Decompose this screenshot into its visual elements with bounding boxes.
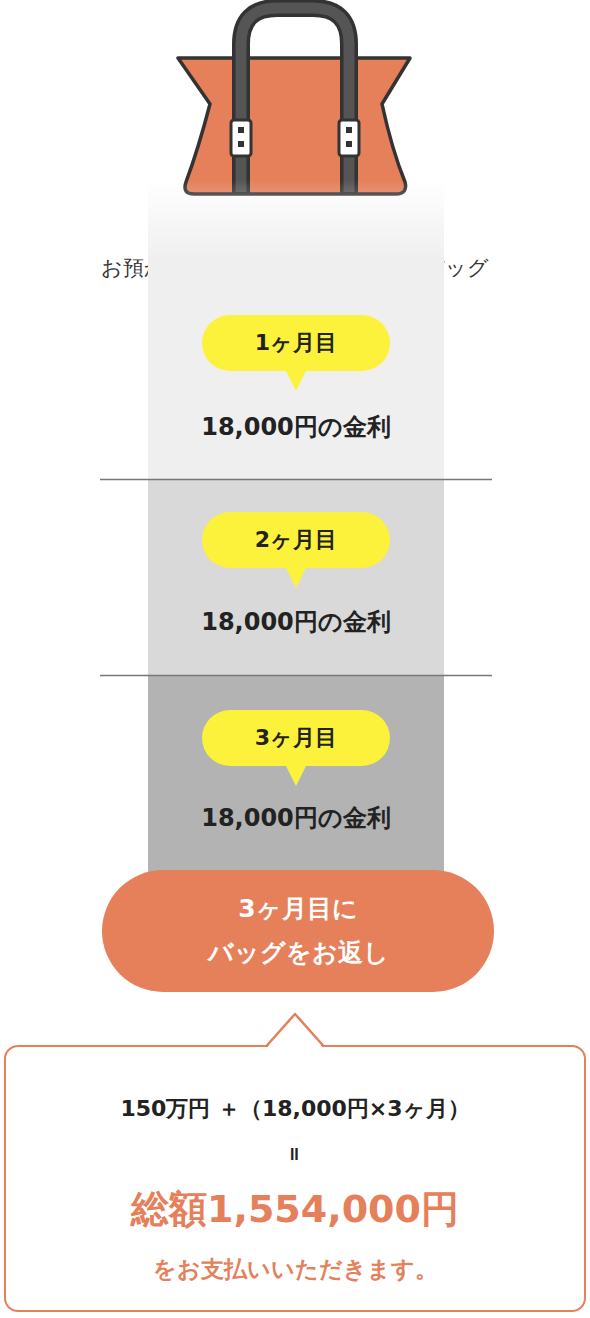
month-badge: 2ヶ月目 bbox=[202, 512, 390, 568]
total-amount: 総額1,554,000円 bbox=[131, 1184, 459, 1235]
interest-text: 18,000円の金利 bbox=[148, 802, 444, 834]
month-badge: 3ヶ月目 bbox=[202, 710, 390, 766]
badge-pointer bbox=[284, 762, 308, 786]
return-text: 3ヶ月目に バッグをお返し bbox=[173, 887, 423, 975]
month-band: 18,000円の金利 3ヶ月目 bbox=[148, 675, 444, 890]
month-text: 3ヶ月目 bbox=[255, 723, 337, 753]
formula-text: 150万円 ＋（18,000円×3ヶ月） bbox=[120, 1094, 469, 1124]
buckle-hole bbox=[346, 127, 352, 133]
callout-tail bbox=[265, 1011, 325, 1049]
callout-tail-fill bbox=[266, 1014, 324, 1049]
month-band: 18,000円の金利 1ヶ月目 bbox=[148, 180, 444, 479]
equals-sign: ＝ bbox=[280, 1143, 310, 1165]
badge-pointer-shape bbox=[284, 367, 308, 391]
buckle-hole bbox=[238, 141, 244, 147]
month-band: 18,000円の金利 2ヶ月目 bbox=[148, 479, 444, 675]
payment-note: をお支払いいただきます。 bbox=[153, 1254, 438, 1285]
bag-handle-outline bbox=[241, 8, 349, 194]
badge-pointer-shape bbox=[284, 762, 308, 786]
callout-tail-edge bbox=[266, 1014, 324, 1047]
bag-handle bbox=[241, 8, 349, 192]
return-pill: 3ヶ月目に バッグをお返し bbox=[102, 870, 494, 992]
badge-pointer bbox=[284, 367, 308, 391]
bag-buckle bbox=[339, 120, 359, 156]
interest-text: 18,000円の金利 bbox=[148, 606, 444, 638]
bag-body bbox=[178, 58, 410, 194]
bag-buckle bbox=[231, 120, 251, 156]
month-text: 1ヶ月目 bbox=[255, 328, 337, 358]
buckle-hole bbox=[346, 141, 352, 147]
interest-text: 18,000円の金利 bbox=[148, 411, 444, 443]
month-badge: 1ヶ月目 bbox=[202, 315, 390, 371]
badge-pointer-shape bbox=[284, 564, 308, 588]
month-text: 2ヶ月目 bbox=[255, 525, 337, 555]
buckle-hole bbox=[238, 127, 244, 133]
total-callout: 150万円 ＋（18,000円×3ヶ月） ＝ 総額1,554,000円をお支払いいた… bbox=[4, 1045, 586, 1312]
badge-pointer bbox=[284, 564, 308, 588]
